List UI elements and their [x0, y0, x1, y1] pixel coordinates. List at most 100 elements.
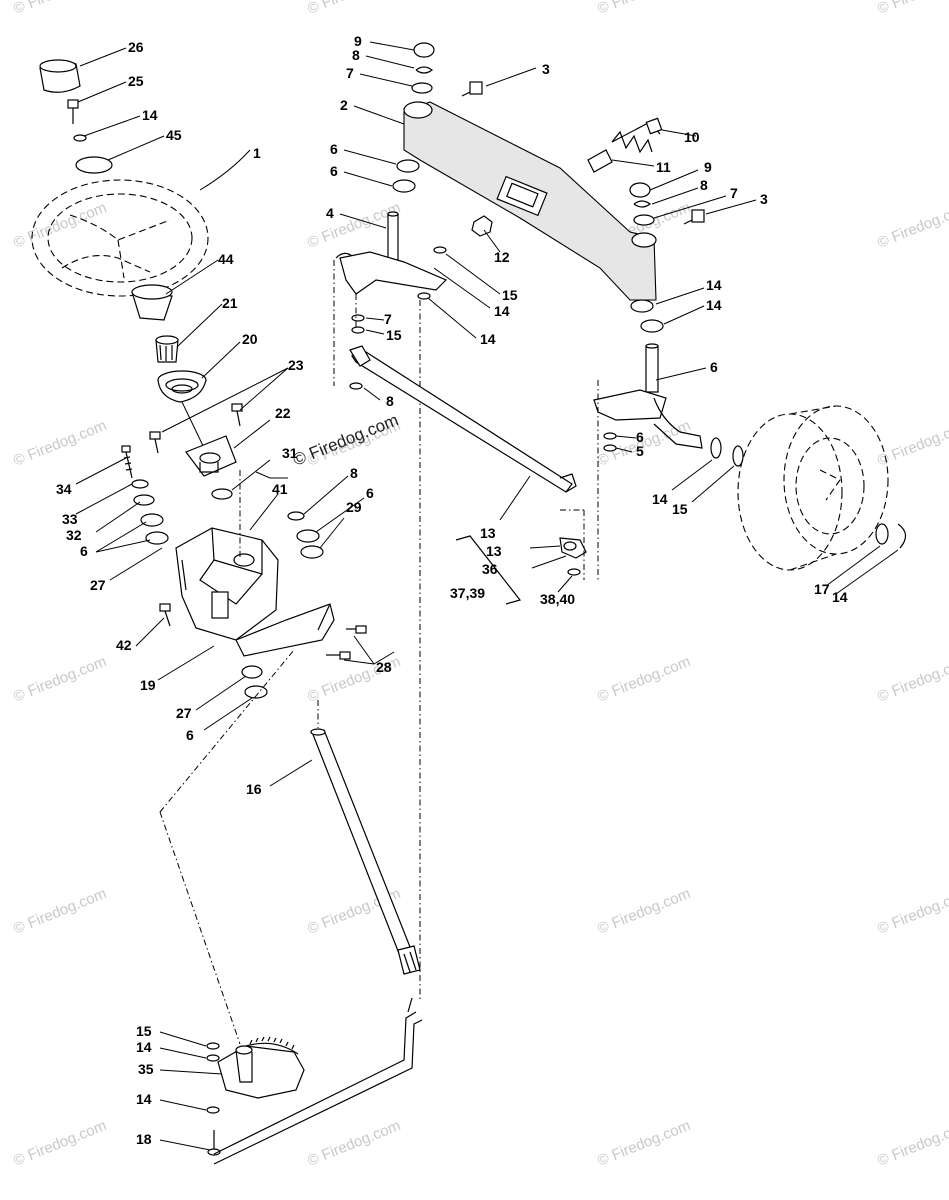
callout-8: 8 — [350, 465, 358, 481]
callout-33: 33 — [62, 511, 78, 527]
callout-6: 6 — [710, 359, 718, 375]
callout-8: 8 — [700, 177, 708, 193]
callout-17: 17 — [814, 581, 830, 597]
watermark: © Firedog.com — [595, 0, 693, 18]
callout-1: 1 — [253, 145, 261, 161]
watermark: © Firedog.com — [875, 199, 949, 252]
spring-10 — [611, 117, 663, 154]
steering-bolt — [67, 99, 87, 142]
callout-labels: 2625144514421202322314186293433326274219… — [56, 33, 848, 1147]
callout-14: 14 — [706, 297, 722, 313]
washer-13-b — [732, 445, 744, 467]
washer-14-axle — [433, 246, 447, 254]
bolt-18 — [207, 1130, 221, 1156]
callout-32: 32 — [66, 527, 82, 543]
washer-14-balljoint — [567, 568, 581, 576]
front-axle — [403, 101, 657, 301]
callout-6: 6 — [80, 543, 88, 559]
nut-15-right — [603, 444, 617, 452]
watermark: © Firedog.com — [11, 653, 109, 706]
callout-14: 14 — [480, 331, 496, 347]
callout-6: 6 — [330, 141, 338, 157]
watermark: © Firedog.com — [305, 1117, 403, 1170]
steering-bracket — [175, 527, 335, 657]
watermark: © Firedog.com — [595, 1117, 693, 1170]
steering-cap — [39, 59, 81, 93]
callout-37-39: 37,39 — [450, 585, 485, 601]
callout-14: 14 — [136, 1039, 152, 1055]
washer-13-a — [710, 437, 722, 459]
callout-8: 8 — [352, 47, 360, 63]
callout-6: 6 — [330, 163, 338, 179]
washer-14-axle3 — [351, 314, 365, 322]
callout-6: 6 — [636, 429, 644, 445]
bushing-plate — [185, 435, 237, 477]
ball-joint — [559, 537, 587, 559]
callout-6: 6 — [186, 727, 194, 743]
bushing-29 — [300, 545, 324, 559]
bushing-6a — [140, 513, 164, 527]
callout-13: 13 — [480, 525, 496, 541]
leader-lines — [75, 41, 899, 1151]
callout-7: 7 — [384, 311, 392, 327]
callout-15: 15 — [672, 501, 688, 517]
callout-44: 44 — [218, 251, 234, 267]
watermark: © Firedog.com — [875, 885, 949, 938]
bushing-6-axle-a — [396, 159, 420, 173]
callout-9: 9 — [704, 159, 712, 175]
steering-washer — [75, 156, 113, 174]
watermark: © Firedog.com — [595, 653, 693, 706]
callout-27: 27 — [90, 577, 106, 593]
watermark: © Firedog.com — [875, 653, 949, 706]
callout-16: 16 — [246, 781, 262, 797]
nut-15-lower — [206, 1042, 220, 1050]
callout-14: 14 — [494, 303, 510, 319]
callout-29: 29 — [346, 499, 362, 515]
bushing-27 — [241, 665, 263, 679]
callout-11: 11 — [656, 159, 671, 175]
grease-fitting-3-left — [461, 81, 483, 97]
spindle-5 — [593, 343, 703, 449]
callout-12: 12 — [494, 249, 510, 265]
callout-10: 10 — [684, 129, 700, 145]
callout-4: 4 — [326, 205, 334, 221]
washer-14-axle2 — [417, 292, 431, 300]
steering-hub — [131, 284, 173, 321]
bolt-34 — [121, 445, 133, 479]
cap-9-right — [629, 182, 651, 198]
screw-23 — [149, 403, 243, 454]
callout-7: 7 — [730, 185, 738, 201]
pin-8-right — [633, 200, 652, 208]
bushing-6d — [244, 685, 268, 699]
watermark: © Firedog.com — [875, 1117, 949, 1170]
grease-fitting-3-right — [683, 209, 705, 225]
washer-14-right — [603, 432, 617, 440]
bracket-17 — [455, 535, 522, 605]
callout-28: 28 — [376, 659, 392, 675]
washer-7-wheel — [875, 523, 889, 545]
washer-14-lower — [206, 1054, 220, 1062]
callout-41: 41 — [272, 481, 288, 497]
bushing-6c — [296, 529, 320, 543]
front-wheel — [737, 405, 889, 571]
washer-33 — [131, 479, 149, 489]
callout-6: 6 — [366, 485, 374, 501]
pivot-tube-11 — [587, 149, 613, 173]
bolt-42 — [159, 603, 171, 627]
callout-36: 36 — [482, 561, 498, 577]
bushing-6-right-a — [630, 299, 654, 313]
tie-rod — [349, 345, 577, 493]
callout-42: 42 — [116, 637, 132, 653]
clip-8 — [287, 511, 305, 521]
watermark: © Firedog.com — [595, 885, 693, 938]
callout-21: 21 — [222, 295, 238, 311]
callout-5: 5 — [636, 443, 644, 459]
bushing-6-axle-b — [392, 179, 416, 193]
watermark: © Firedog.com — [11, 417, 109, 470]
callout-2: 2 — [340, 97, 348, 113]
callout-18: 18 — [136, 1131, 152, 1147]
watermark: © Firedog.com — [305, 0, 403, 18]
washer-14-tierod — [349, 382, 363, 390]
bushing-6-right-b — [640, 319, 664, 333]
